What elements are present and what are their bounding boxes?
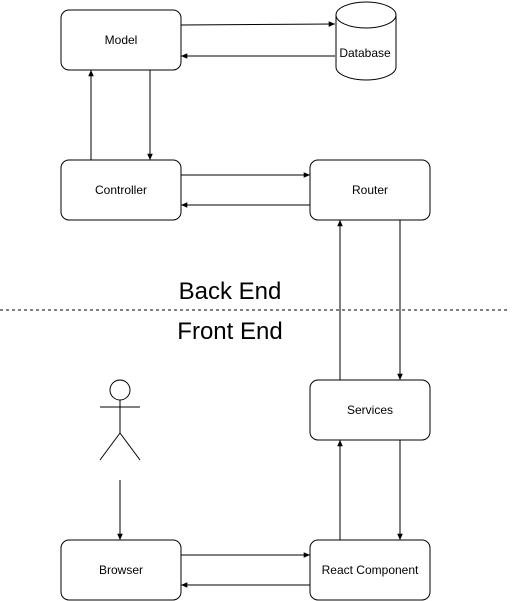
router-label: Router [352, 183, 388, 197]
router-node[interactable]: Router [309, 159, 431, 221]
database-node[interactable]: Database [335, 1, 397, 81]
browser-label: Browser [99, 563, 143, 577]
user-stick-figure-icon [99, 379, 141, 461]
database-cylinder-icon [335, 1, 397, 81]
services-label: Services [347, 403, 393, 417]
edges [88, 21, 403, 588]
react-component-node[interactable]: React Component [309, 539, 431, 601]
back-end-label: Back End [179, 278, 282, 305]
front-end-label: Front End [177, 318, 282, 345]
controller-label: Controller [95, 183, 147, 197]
edge-model-to-database [180, 21, 336, 27]
react-component-label: React Component [322, 563, 419, 577]
model-label: Model [105, 33, 138, 47]
database-label: Database [339, 46, 391, 60]
model-node[interactable]: Model [60, 9, 182, 71]
controller-node[interactable]: Controller [60, 159, 182, 221]
browser-node[interactable]: Browser [60, 539, 182, 601]
services-node[interactable]: Services [309, 379, 431, 441]
